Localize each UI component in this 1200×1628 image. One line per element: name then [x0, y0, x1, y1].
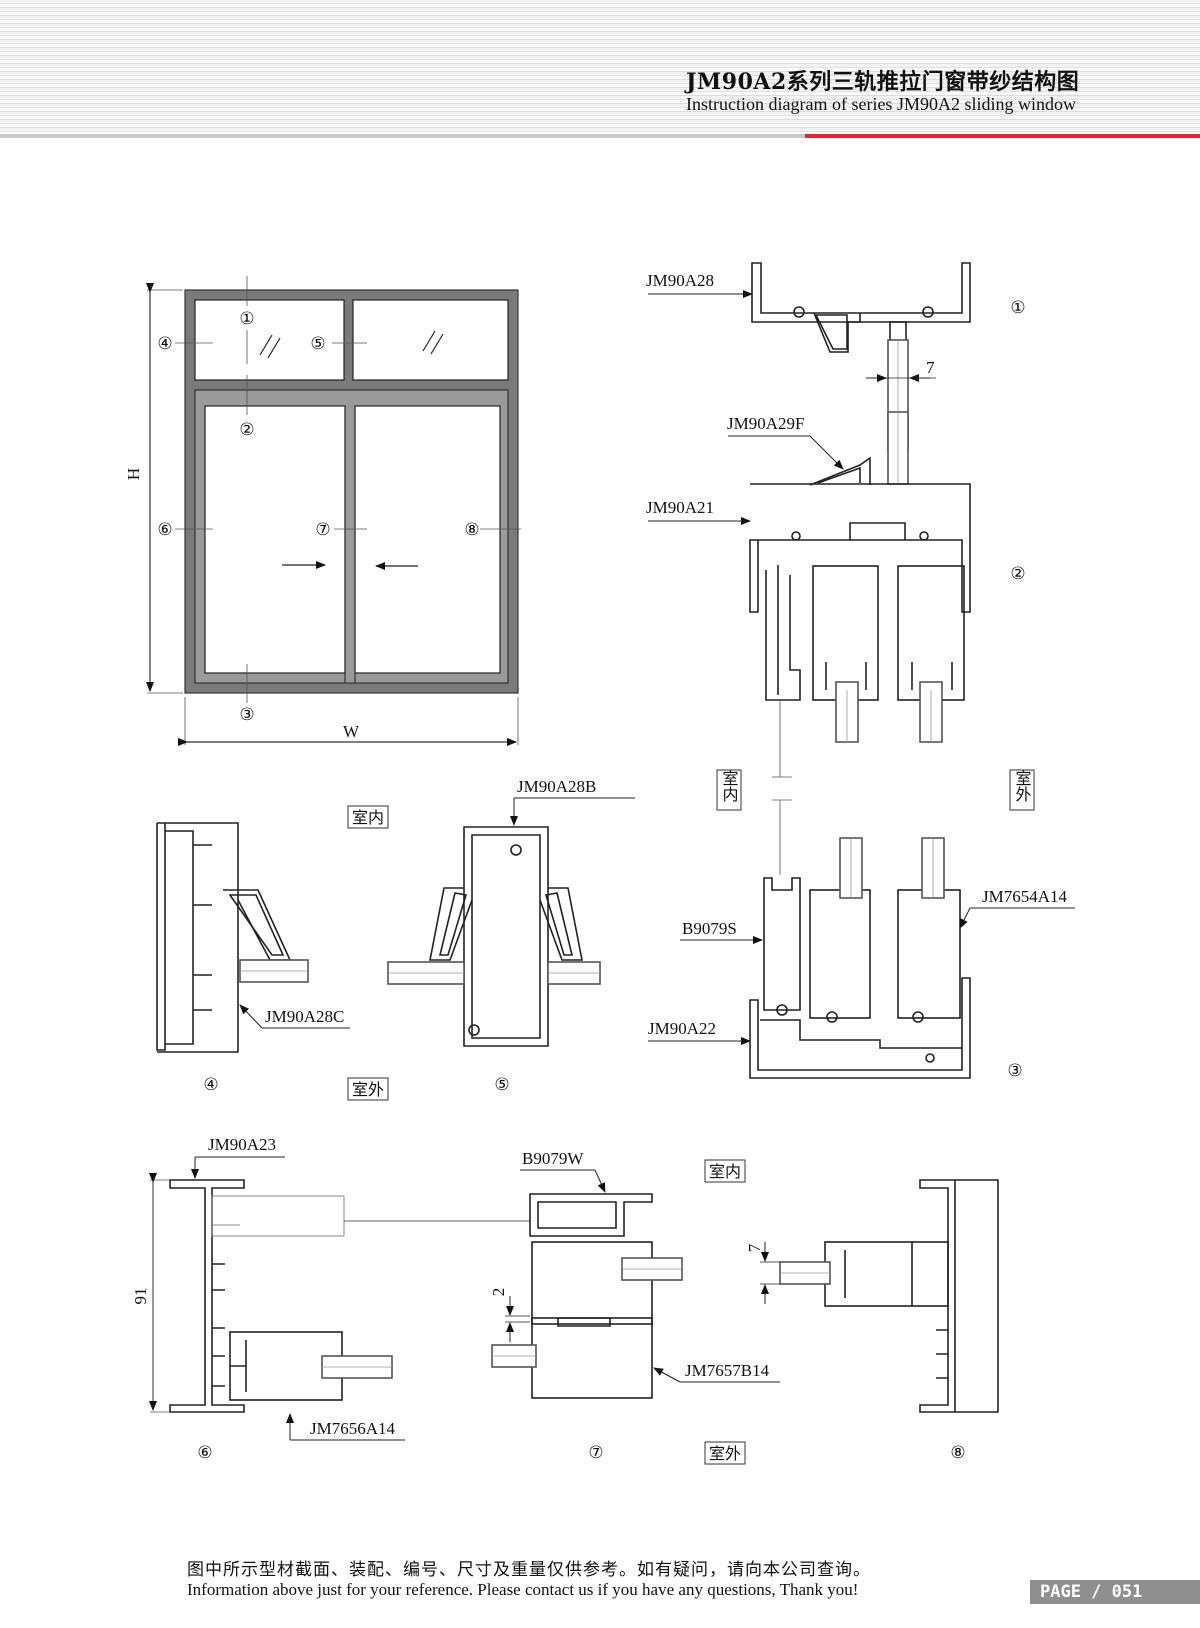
marker-8: ⑧: [464, 520, 479, 540]
marker-5: ⑤: [310, 334, 325, 354]
label-jm90a28c: JM90A28C: [265, 1007, 344, 1026]
window-elevation: [146, 276, 521, 746]
section-marker-6: ⑥: [197, 1443, 212, 1463]
label-b9079w: B9079W: [522, 1149, 584, 1168]
footer-note-en: Information above just for your referenc…: [187, 1580, 859, 1599]
dimension-frame-depth: 91: [131, 1288, 150, 1305]
svg-text:室外: 室外: [709, 1444, 741, 1463]
label-jm90a29f: JM90A29F: [727, 414, 804, 433]
section-marker-7: ⑦: [588, 1443, 603, 1463]
svg-text:室内: 室内: [352, 808, 384, 827]
dimension-width-label: W: [343, 722, 360, 741]
marker-2: ②: [239, 420, 254, 440]
svg-text:室内: 室内: [709, 1162, 741, 1181]
indoor-label-mid: 室内: [347, 805, 389, 829]
marker-4: ④: [157, 334, 172, 354]
label-jm90a22: JM90A22: [648, 1019, 716, 1038]
elevation-markers: ① ② ③ ④ ⑤ ⑥ ⑦ ⑧: [157, 309, 479, 725]
side-label-outdoor-vertical: 室外: [1009, 769, 1035, 811]
section-2-head-track: [749, 411, 971, 778]
svg-text:室外: 室外: [1013, 770, 1032, 802]
dimension-overlap: 2: [489, 1288, 508, 1297]
middle-leaders: [239, 797, 635, 1029]
section-4-side-frame: [156, 822, 309, 1053]
header-rule-red: [805, 134, 1200, 138]
label-jm90a28b: JM90A28B: [517, 777, 596, 796]
indoor-label-bottom: 室内: [704, 1159, 746, 1183]
label-jm90a23: JM90A23: [208, 1135, 276, 1154]
marker-6: ⑥: [157, 520, 172, 540]
section-6-side-frame-sash: [149, 1173, 393, 1413]
section-marker-1: ①: [1010, 298, 1025, 318]
marker-1: ①: [239, 309, 254, 329]
label-jm90a28: JM90A28: [646, 271, 714, 290]
page-title-cn: JM90A2系列三轨推拉门窗带纱结构图: [686, 69, 1080, 95]
dimension-height-label: H: [124, 468, 143, 480]
footer-note-cn: 图中所示型材截面、装配、编号、尺寸及重量仅供参考。如有疑问，请向本公司查询。: [187, 1560, 871, 1580]
svg-text:室内: 室内: [720, 770, 739, 803]
page-number-badge: PAGE / 051: [1030, 1580, 1200, 1604]
section-marker-8: ⑧: [950, 1443, 965, 1463]
side-label-indoor-vertical: 室内: [716, 769, 742, 811]
section-3-sill-track: [749, 799, 971, 1079]
svg-text:室外: 室外: [352, 1080, 384, 1099]
marker-3: ③: [239, 705, 254, 725]
section-marker-3: ③: [1007, 1061, 1022, 1081]
header-rule-gray: [0, 134, 805, 138]
label-jm90a21: JM90A21: [646, 498, 714, 517]
page-title-en: Instruction diagram of series JM90A2 sli…: [686, 94, 1076, 114]
section-5-interlock: [387, 826, 601, 1047]
outdoor-label-mid: 室外: [347, 1077, 389, 1101]
right-leaders: [648, 290, 1075, 1045]
section-7-meeting-stile: [491, 1193, 683, 1399]
label-jm7654a14: JM7654A14: [982, 887, 1068, 906]
marker-7: ⑦: [315, 520, 330, 540]
dimension-glass-gap-right: 7: [745, 1243, 764, 1252]
label-jm7656a14: JM7656A14: [310, 1419, 396, 1438]
label-jm7657b14: JM7657B14: [685, 1361, 770, 1380]
header-band: [0, 0, 1200, 134]
section-marker-2: ②: [1010, 564, 1025, 584]
section-8-side-frame-right: [779, 1179, 999, 1413]
dimension-glass-gap-top: 7: [926, 358, 935, 377]
outdoor-label-bottom: 室外: [704, 1441, 746, 1465]
section-marker-4: ④: [203, 1075, 218, 1095]
section-marker-5: ⑤: [494, 1075, 509, 1095]
label-b9079s: B9079S: [682, 919, 737, 938]
bottom-leaders: [191, 1156, 780, 1441]
